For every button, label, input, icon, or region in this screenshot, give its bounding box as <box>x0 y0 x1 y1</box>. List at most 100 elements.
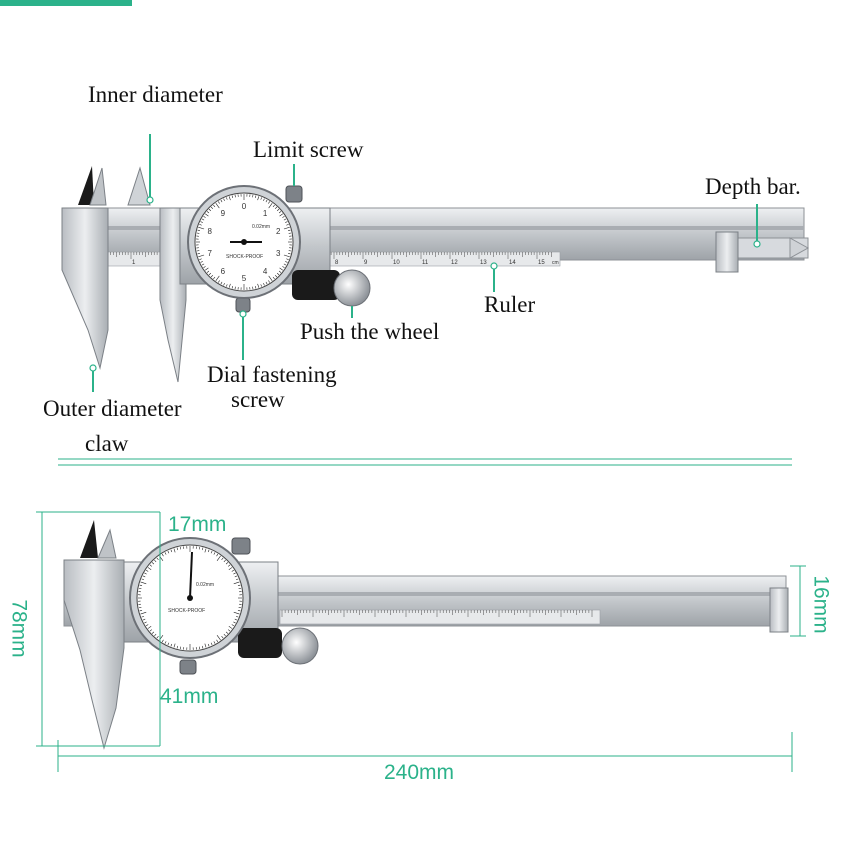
dial-tick <box>218 280 220 283</box>
dial-tick <box>233 581 240 585</box>
dial-tick <box>167 550 170 554</box>
label-dial-fastening-screw: screw <box>231 387 285 412</box>
top-dial-brand: SHOCK-PROOF <box>226 254 263 260</box>
dial-tick <box>173 643 176 648</box>
dial-tick <box>216 639 219 643</box>
dial-tick <box>201 263 205 266</box>
dial-tick <box>142 575 146 578</box>
dial-tick <box>156 557 159 561</box>
dim-dial-width: 41mm <box>160 685 219 708</box>
dial-tick <box>287 253 291 255</box>
dial-tick <box>199 224 202 226</box>
dial-tick <box>161 553 164 557</box>
corner-accent-bar <box>0 0 132 6</box>
dial-tick <box>287 229 291 231</box>
dial-tick <box>221 557 224 561</box>
top-limit-screw <box>285 185 303 203</box>
dial-tick <box>268 201 270 204</box>
dim-total-height: 78mm <box>7 599 31 658</box>
dial-tick <box>263 198 265 201</box>
dial-tick <box>139 610 143 612</box>
dial-tick <box>257 196 260 201</box>
bottom-thumb-wheel <box>281 627 319 665</box>
dial-tick <box>139 584 143 586</box>
dial-tick <box>228 625 233 629</box>
label-depth-bar: Depth bar. <box>705 174 801 199</box>
dial-tick <box>231 569 235 572</box>
dial-tick <box>234 575 238 578</box>
dial-tick <box>234 618 238 621</box>
dial-tick <box>216 555 221 561</box>
dial-tick <box>151 562 155 565</box>
dial-tick <box>154 559 157 563</box>
bottom-limit-screw <box>231 537 251 555</box>
dial-tick <box>233 611 240 615</box>
scale-number: 10 <box>393 260 400 266</box>
dial-tick <box>228 567 233 571</box>
dial-tick <box>208 272 212 276</box>
bottom-end-clamp <box>769 587 789 633</box>
dial-number: 2 <box>276 227 281 236</box>
top-dial-spec: 0.02mm <box>252 224 270 230</box>
dial-tick <box>260 197 262 200</box>
dial-tick <box>208 208 212 212</box>
dial-tick <box>283 263 287 266</box>
dial-tick <box>237 584 241 586</box>
dial-tick <box>141 615 145 618</box>
dial-tick <box>225 631 229 634</box>
label-limit-screw: Limit screw <box>253 137 364 162</box>
dial-tick <box>215 202 220 209</box>
dial-tick <box>203 266 206 268</box>
dial-tick <box>210 274 214 278</box>
label-dial-fastening: Dial fastening <box>207 362 337 387</box>
dial-tick <box>213 641 216 644</box>
dial-tick <box>231 285 233 289</box>
dial-tick <box>268 275 273 282</box>
dial-tick <box>204 643 207 648</box>
dial-tick <box>282 216 285 218</box>
dial-number: 8 <box>208 227 213 236</box>
dial-number: 0 <box>242 202 247 211</box>
bottom-caliper: 0.02mm SHOCK-PROOF <box>63 520 789 750</box>
dial-tick <box>235 578 239 581</box>
dial-tick <box>213 276 216 280</box>
dial-tick <box>204 548 207 553</box>
dial-tick <box>176 645 178 649</box>
dial-number: 5 <box>242 274 247 283</box>
dial-tick <box>198 226 205 230</box>
top-fixed-jaw <box>61 207 109 370</box>
dial-tick <box>285 261 288 263</box>
dial-number: 6 <box>221 267 226 276</box>
dial-tick <box>286 258 289 260</box>
dial-tick <box>223 283 225 286</box>
bottom-dial-brand: SHOCK-PROOF <box>168 608 205 614</box>
dial-tick <box>199 258 202 260</box>
dial-tick <box>170 549 173 553</box>
dial-tick <box>276 272 280 276</box>
scale-number: 14 <box>509 260 516 266</box>
dial-tick <box>231 195 233 199</box>
top-dial-fastening-screw <box>235 297 251 313</box>
dial-tick <box>206 270 210 273</box>
dial-tick <box>257 283 260 288</box>
dial-tick <box>223 633 226 637</box>
dial-tick <box>216 635 221 641</box>
scale-number: 13 <box>480 260 487 266</box>
dial-tick <box>213 552 216 555</box>
dial-tick <box>144 621 147 624</box>
dial-tick <box>204 267 209 271</box>
dial-tick <box>227 629 231 632</box>
dial-tick <box>235 615 239 618</box>
dial-tick <box>279 267 284 271</box>
scale-number: 8 <box>335 260 339 266</box>
dial-tick <box>225 562 229 565</box>
dial-number: 1 <box>263 209 268 218</box>
dial-tick <box>201 218 205 221</box>
dial-tick <box>176 547 178 551</box>
dial-tick <box>202 547 204 551</box>
dial-tick <box>164 641 167 644</box>
dial-tick <box>215 275 220 282</box>
dial-tick <box>210 642 213 646</box>
